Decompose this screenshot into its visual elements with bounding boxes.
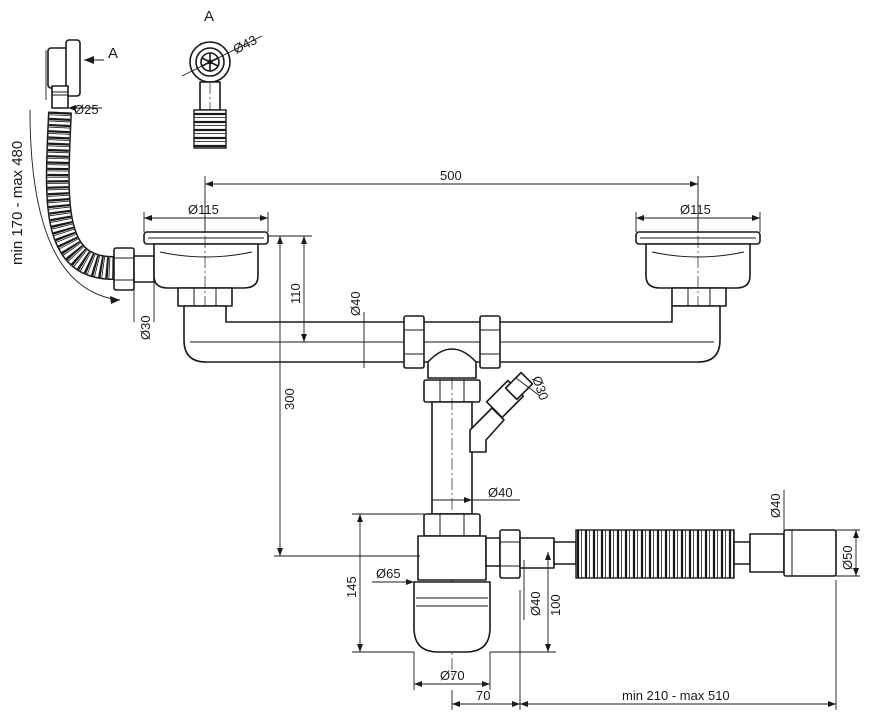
drop-height-label: 300 xyxy=(282,388,297,410)
tee-nut-right xyxy=(479,315,501,369)
inlet-view-diameter-label: Ø43 xyxy=(231,32,260,57)
outlet-offset-label: 70 xyxy=(476,688,490,703)
standpipe xyxy=(423,378,481,680)
view-arrow-label: A xyxy=(108,45,118,62)
appliance-inlet: Ø30 xyxy=(469,371,552,453)
standpipe-diameter-label: Ø40 xyxy=(488,485,513,500)
trap-body-diameter-label: Ø65 xyxy=(376,566,401,581)
connecting-pipe-diameter-label: Ø40 xyxy=(348,291,363,316)
outlet-hose-corrugation xyxy=(575,529,735,579)
trap-outlet-nut xyxy=(499,529,521,579)
overflow-assembly: A xyxy=(45,39,155,291)
appliance-inlet-diameter-label: Ø30 xyxy=(529,374,552,402)
trap-bottom-diameter-label: Ø70 xyxy=(440,668,465,683)
overflow-neck xyxy=(51,85,69,109)
trap-cup xyxy=(413,581,491,653)
overflow-hose-length-label: min 170 - max 480 xyxy=(9,141,26,265)
right-strainer-diameter-label: Ø115 xyxy=(680,202,711,217)
trap-top-nut xyxy=(423,513,481,537)
trap-outlet-diameter-label: Ø40 xyxy=(528,591,543,616)
overflow-hose-diameter-label: Ø25 xyxy=(74,102,99,117)
bottle-trap xyxy=(413,513,491,653)
outlet-hose-length-label: min 210 - max 510 xyxy=(622,688,730,703)
overflow-nut xyxy=(113,247,135,291)
view-a-hose xyxy=(193,109,227,149)
overflow-dimensions: Ø25 min 170 - max 480 Ø30 xyxy=(9,50,155,340)
bowl-spacing-label: 500 xyxy=(440,168,462,183)
overflow-flange xyxy=(65,39,81,97)
trap-outlet xyxy=(485,529,555,579)
basket-strainer-right xyxy=(635,196,761,330)
left-strainer-diameter-label: Ø115 xyxy=(188,202,219,217)
outlet-sleeve xyxy=(749,533,785,573)
strainer-right-nut xyxy=(671,287,727,307)
tee-nut-left xyxy=(403,315,425,369)
trap-outlet-height-label: 100 xyxy=(548,594,563,616)
view-a-detail: A Ø43 xyxy=(181,8,263,149)
basket-strainer-left xyxy=(143,196,269,330)
view-a-label: A xyxy=(204,8,214,25)
overflow-outlet-diameter-label: Ø30 xyxy=(138,315,153,340)
dimension-lines: 500 Ø115 Ø115 110 Ø40 300 Ø40 xyxy=(143,168,860,710)
outlet-sleeve-diameter-label: Ø50 xyxy=(840,545,855,570)
strainer-depth-label: 110 xyxy=(288,283,303,304)
trap-height-label: 145 xyxy=(344,576,359,598)
outlet-hose xyxy=(553,529,837,579)
outlet-pipe-diameter-label: Ø40 xyxy=(768,493,783,518)
